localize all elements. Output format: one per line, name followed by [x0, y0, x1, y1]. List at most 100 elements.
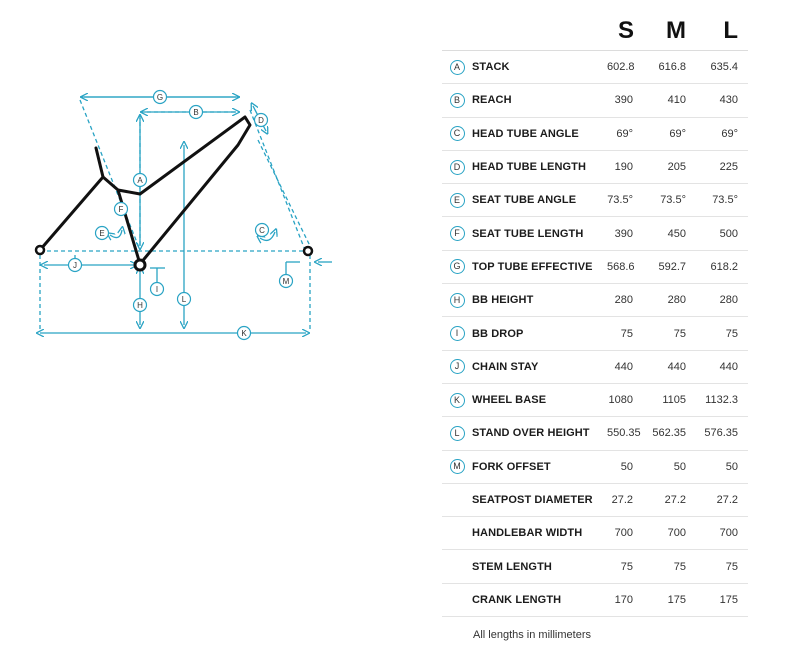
row-value-s: 1080 [608, 394, 633, 407]
diagram-badge-m: M [278, 273, 294, 289]
row-value-s: 170 [614, 593, 633, 606]
row-badge-cell: H [442, 292, 472, 308]
row-value-s: 75 [620, 560, 633, 573]
row-badge: C [449, 126, 465, 142]
row-label: HANDLEBAR WIDTH [472, 527, 583, 540]
row-value-m: 27.2 [664, 494, 686, 506]
row-badge: I [449, 326, 465, 342]
row-value-l: 500 [719, 227, 738, 240]
row-value-s: 27.2 [611, 494, 633, 506]
row-value-s: 280 [614, 294, 633, 307]
svg-text:I: I [156, 285, 158, 294]
row-value-l: 27.2 [716, 494, 738, 506]
row-value-m: 280 [667, 294, 686, 307]
row-badge: K [449, 392, 465, 408]
row-value-s: 700 [614, 527, 633, 540]
row-badge: E [449, 192, 465, 208]
row-label: BB DROP [472, 327, 524, 340]
row-label: CRANK LENGTH [472, 593, 562, 606]
svg-text:D: D [258, 116, 264, 125]
row-badge: F [449, 226, 465, 242]
row-badge-cell: E [442, 192, 472, 208]
svg-text:E: E [99, 229, 104, 238]
row-value-l: 69° [721, 127, 738, 140]
row-label: SEAT TUBE LENGTH [472, 227, 584, 240]
row-value-m: 50 [673, 460, 686, 473]
row-label: FORK OFFSET [472, 460, 551, 473]
row-value-s: 602.8 [607, 61, 635, 74]
row-badge: D [449, 159, 465, 175]
bike-frame [38, 115, 252, 266]
row-badge-cell: J [442, 359, 472, 375]
row-badge-cell: M [442, 459, 472, 475]
diagram-badge-l: L [176, 291, 192, 307]
row-value-m: 73.5° [660, 194, 686, 207]
row-value-s: 69° [616, 127, 633, 140]
row-value-m: 175 [667, 593, 686, 606]
row-value-s: 50 [620, 460, 633, 473]
frame-geometry-diagram: G B D A F E C J I M H L K [34, 89, 332, 341]
row-value-m: 1105 [662, 394, 686, 407]
diagram-badge-k: K [236, 325, 252, 341]
row-badge-cell: I [442, 326, 472, 342]
row-badge: L [449, 425, 465, 441]
size-header-l: L [723, 17, 738, 44]
diagram-badge-f: F [113, 201, 129, 217]
svg-text:A: A [137, 176, 143, 185]
row-value-m: 450 [667, 227, 686, 240]
units-footnote: All lengths in millimeters [473, 629, 591, 642]
geometry-row: F SEAT TUBE LENGTH 390 450 500 [442, 217, 748, 251]
row-value-m: 562.35 [652, 427, 686, 440]
row-label: STACK [472, 61, 510, 74]
row-value-m: 75 [673, 560, 686, 573]
row-value-l: 73.5° [712, 194, 738, 207]
row-badge-cell: A [442, 59, 472, 75]
row-badge-cell: D [442, 159, 472, 175]
row-value-m: 75 [673, 327, 686, 340]
row-label: STAND OVER HEIGHT [472, 427, 590, 440]
svg-text:C: C [259, 226, 265, 235]
row-value-m: 410 [667, 94, 686, 107]
row-value-s: 190 [614, 161, 633, 174]
diagram-badge-i: I [149, 281, 165, 297]
svg-text:G: G [157, 93, 163, 102]
row-label: STEM LENGTH [472, 560, 552, 573]
rear-axle [34, 244, 46, 256]
row-badge: A [449, 59, 465, 75]
row-value-m: 440 [667, 360, 686, 373]
row-badge: M [449, 459, 465, 475]
row-value-s: 390 [614, 227, 633, 240]
row-value-s: 390 [614, 94, 633, 107]
row-value-s: 568.6 [607, 260, 635, 273]
diagram-badge-j: J [67, 257, 83, 273]
row-badge-cell: G [442, 259, 472, 275]
diagram-badge-c: C [254, 222, 270, 238]
row-badge-cell: C [442, 126, 472, 142]
size-header-m: M [666, 17, 686, 44]
row-badge: G [449, 259, 465, 275]
svg-text:F: F [119, 205, 124, 214]
row-value-l: 75 [725, 327, 738, 340]
svg-text:L: L [182, 295, 187, 304]
svg-text:B: B [193, 108, 198, 117]
diagram-badge-g: G [152, 89, 168, 105]
row-value-l: 430 [719, 94, 738, 107]
row-value-m: 69° [669, 127, 686, 140]
row-badge-cell: L [442, 425, 472, 441]
diagram-badge-d: D [253, 112, 269, 128]
row-label: REACH [472, 94, 512, 107]
row-badge-cell: B [442, 92, 472, 108]
diagram-badges: G B D A F E C J I M H L K [67, 89, 294, 341]
